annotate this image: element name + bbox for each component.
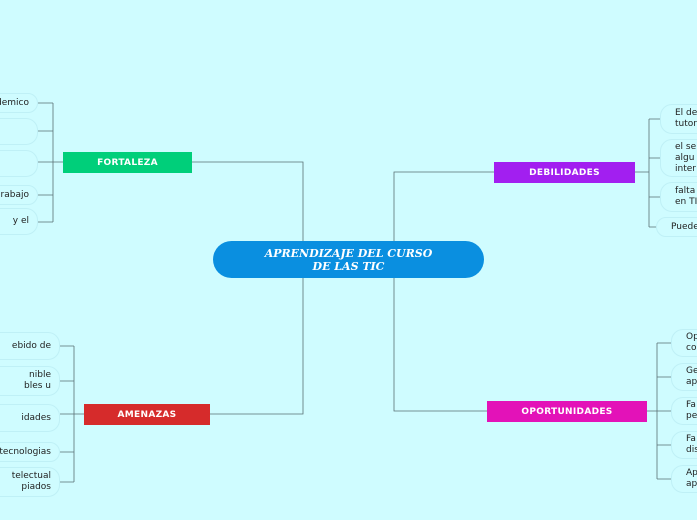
link-amenazas [210,278,304,415]
oportunidades-item[interactable]: Op co [671,329,697,357]
link-fortaleza [192,161,304,241]
central-topic-title: APRENDIZAJE DEL CURSO DE LAS TIC [264,246,433,273]
amenazas-item[interactable]: idades [0,404,60,432]
branch-fortaleza[interactable]: FORTALEZA [63,152,192,173]
oportunidades-item[interactable]: Ap ap [671,465,697,493]
link-debilidades-leaves [635,118,660,228]
amenazas-item[interactable]: telectual piados [0,467,60,497]
fortaleza-item[interactable] [0,118,38,145]
oportunidades-item[interactable]: Fa pe [671,397,697,425]
debilidades-item[interactable]: El de tutor [660,104,697,134]
link-debilidades [393,171,494,241]
central-topic[interactable]: APRENDIZAJE DEL CURSO DE LAS TIC [213,241,484,278]
link-oportunidades-leaves [647,342,671,480]
branch-amenazas[interactable]: AMENAZAS [84,404,210,425]
fortaleza-item[interactable]: demico [0,93,38,113]
link-fortaleza-leaves [38,102,63,223]
link-oportunidades [393,278,487,412]
amenazas-item[interactable]: tecnologias [0,442,60,462]
amenazas-item[interactable]: nible bles u [0,366,60,396]
branch-oportunidades[interactable]: OPORTUNIDADES [487,401,647,422]
oportunidades-item[interactable]: Fa dis [671,431,697,459]
link-amenazas-leaves [60,345,84,483]
fortaleza-item[interactable]: rabajo [0,185,38,205]
oportunidades-item[interactable]: Ge ap [671,363,697,391]
debilidades-item[interactable]: falta en TI [660,182,697,212]
fortaleza-item[interactable]: y el [0,208,38,235]
branch-debilidades[interactable]: DEBILIDADES [494,162,635,183]
debilidades-item[interactable]: el se algu inter [660,139,697,177]
fortaleza-item[interactable] [0,150,38,177]
amenazas-item[interactable]: ebido de [0,332,60,360]
debilidades-item[interactable]: Puede [656,217,697,237]
